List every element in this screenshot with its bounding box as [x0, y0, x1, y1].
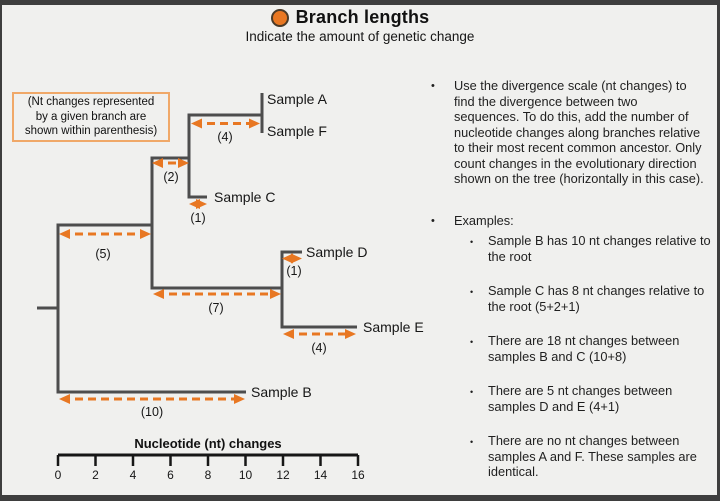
- scale-tick-label: 6: [167, 468, 174, 482]
- intro-text: Use the divergence scale (nt changes) to…: [454, 78, 704, 186]
- example-item: • There are no nt changes between sample…: [470, 433, 712, 480]
- page-title: Branch lengths: [295, 7, 430, 27]
- explanation-column: • Use the divergence scale (nt changes) …: [431, 78, 712, 480]
- scale-tick-label: 12: [276, 468, 290, 482]
- scale-tick-label: 2: [92, 468, 99, 482]
- scale-tick-label: 0: [55, 468, 62, 482]
- branch-length-label-e: (4): [311, 341, 326, 355]
- note-box: (Nt changes represented by a given branc…: [12, 92, 170, 142]
- tree-branch-de-node: [280, 250, 357, 329]
- branch-length-label-node2: (2): [163, 170, 178, 184]
- sub-bullet-icon: •: [470, 287, 474, 297]
- example-item: • Sample B has 10 nt changes relative to…: [470, 233, 712, 264]
- note-box-line: (Nt changes represented: [27, 96, 155, 109]
- example-text: There are no nt changes between samples …: [488, 433, 697, 479]
- orange-circle-icon: [270, 8, 289, 27]
- tip-label-sample-d: Sample D: [306, 244, 367, 260]
- header: Branch lengths Indicate the amount of ge…: [0, 7, 720, 44]
- scale-tick-label: 8: [205, 468, 212, 482]
- note-box-line: shown within parenthesis): [24, 125, 158, 138]
- scale-title: Nucleotide (nt) changes: [134, 436, 281, 451]
- scale-tick-label: 10: [239, 468, 253, 482]
- frame-border-left: [0, 0, 2, 501]
- sub-bullet-icon: •: [470, 237, 474, 247]
- scale-tick-label: 4: [130, 468, 137, 482]
- bullet-icon: •: [431, 80, 435, 92]
- tree-branch-root-to-b: [56, 223, 246, 394]
- branch-length-label-af: (4): [217, 130, 232, 144]
- tip-label-sample-f: Sample F: [267, 123, 327, 139]
- example-item: • There are 5 nt changes between samples…: [470, 383, 712, 414]
- page-subtitle: Indicate the amount of genetic change: [245, 29, 475, 44]
- example-text: There are 18 nt changes between samples …: [488, 333, 680, 364]
- sub-bullet-icon: •: [470, 437, 474, 447]
- tree-branch-afc-node: [187, 113, 262, 199]
- tip-label-sample-a: Sample A: [267, 91, 328, 107]
- tip-label-sample-c: Sample C: [214, 189, 275, 205]
- branch-length-label-c: (1): [190, 211, 205, 225]
- branch-length-label-node5: (5): [95, 247, 110, 261]
- branch-length-label-d: (1): [286, 264, 301, 278]
- example-item: • Sample C has 8 nt changes relative to …: [470, 283, 712, 314]
- scale-tick-label: 14: [314, 468, 328, 482]
- frame-border-right: [717, 0, 720, 501]
- examples-bullet: • Examples:: [431, 213, 712, 230]
- bullet-icon: •: [431, 214, 435, 227]
- example-text: Sample B has 10 nt changes relative to t…: [488, 233, 711, 264]
- sub-bullet-icon: •: [470, 337, 474, 347]
- sub-bullet-icon: •: [470, 387, 474, 397]
- example-item: • There are 18 nt changes between sample…: [470, 333, 712, 364]
- frame-border-bottom: [0, 495, 720, 501]
- example-text: There are 5 nt changes between samples D…: [488, 383, 673, 414]
- scale-tick-label: 16: [351, 468, 365, 482]
- branch-length-label-b: (10): [141, 405, 163, 419]
- tip-label-sample-e: Sample E: [363, 319, 424, 335]
- note-box-line: by a given branch are: [35, 110, 147, 123]
- examples-label-text: Examples:: [454, 212, 514, 228]
- tip-label-sample-b: Sample B: [251, 384, 312, 400]
- intro-bullet: • Use the divergence scale (nt changes) …: [431, 78, 712, 187]
- branch-length-label-node7: (7): [208, 301, 223, 315]
- frame-border-top: [0, 0, 720, 5]
- divergence-scale: Nucleotide (nt) changes 0 2 4 6 8 10 12 …: [55, 436, 365, 482]
- example-text: Sample C has 8 nt changes relative to th…: [488, 283, 705, 314]
